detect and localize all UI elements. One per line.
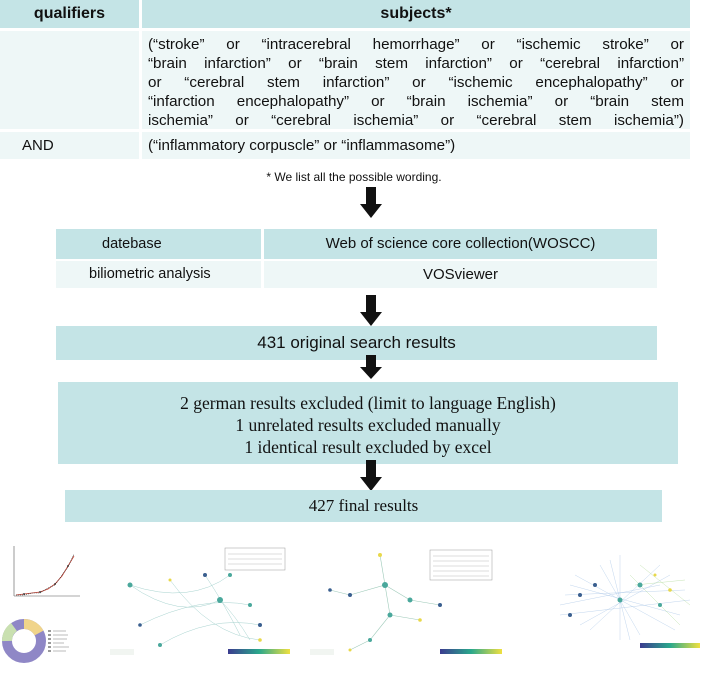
row1-subjects-cell: (“stroke” or “intracerebral hemorrhage” … — [142, 31, 690, 129]
exclusion-line: 1 identical result excluded by excel — [244, 437, 492, 457]
co-citation-map-thumbnail — [559, 555, 700, 648]
row2-subjects-cell: (“inflammatory corpuscle” or “inflammaso… — [142, 132, 690, 159]
subjects-line-3: or “cerebral stem infarction” or “ischem… — [148, 74, 684, 91]
row2-qualifier-cell: AND — [0, 132, 139, 159]
network-map-thumbnail — [110, 547, 290, 655]
analysis-value: VOSviewer — [264, 261, 657, 288]
subjects-header: subjects* — [142, 0, 690, 28]
subjects-line-2: “brain infarction” or “brain stem infarc… — [148, 55, 684, 72]
row1-qualifier-cell — [0, 31, 139, 129]
down-arrow-icon — [360, 187, 382, 219]
cluster-map-thumbnail — [310, 549, 502, 655]
exclusion-line: 2 german results excluded (limit to lang… — [180, 393, 556, 413]
subjects-line-4: “infarction encephalopathy” or “brain is… — [148, 93, 684, 110]
database-value: Web of science core collection(WOSCC) — [264, 229, 657, 259]
down-arrow-icon — [360, 295, 382, 327]
original-results-box: 431 original search results — [56, 326, 657, 360]
analysis-label: biliometric analysis — [56, 261, 261, 288]
database-label: datebase — [56, 229, 261, 259]
down-arrow-icon — [360, 460, 382, 492]
subjects-line-1: (“stroke” or “intracerebral hemorrhage” … — [148, 36, 684, 53]
subjects-line-5: ischemia” or “cerebral ischemia” or “cer… — [148, 112, 684, 129]
publication-trend-thumbnail — [2, 546, 80, 663]
qualifiers-header: qualifiers — [0, 0, 139, 28]
exclusions-box: 2 german results excluded (limit to lang… — [58, 382, 678, 464]
final-results-box: 427 final results — [65, 490, 662, 522]
exclusion-line: 1 unrelated results excluded manually — [235, 415, 501, 435]
down-arrow-icon — [360, 355, 382, 381]
footnote: * We list all the possible wording. — [266, 170, 442, 184]
